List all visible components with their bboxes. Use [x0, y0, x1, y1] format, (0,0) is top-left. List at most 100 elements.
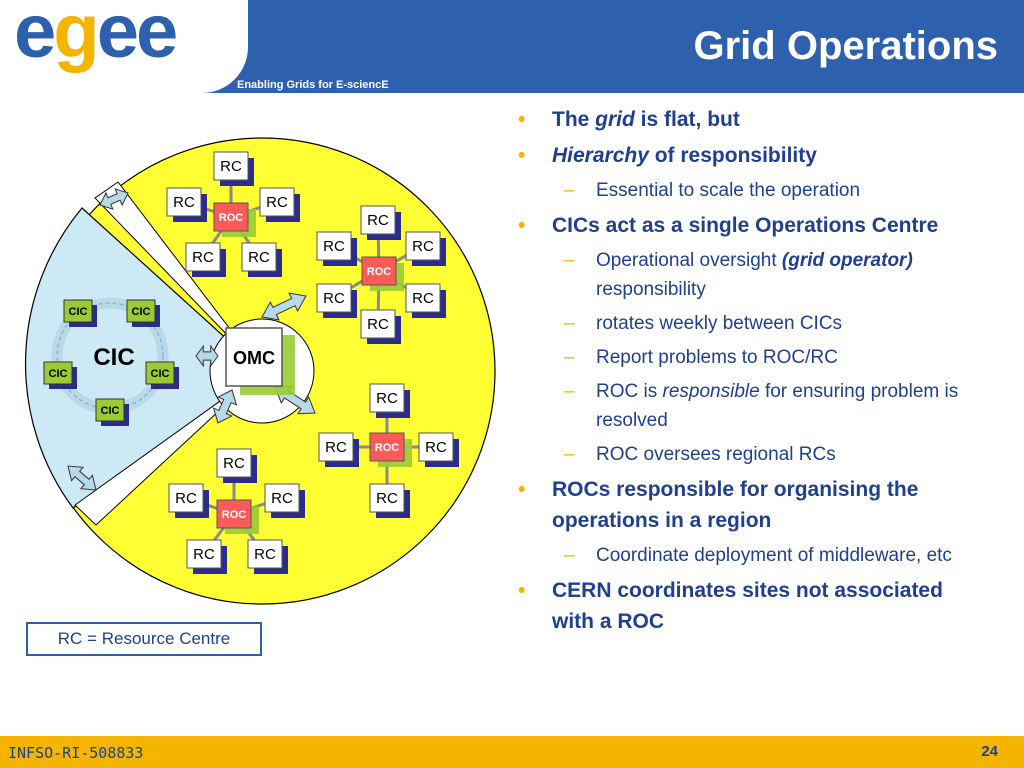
rc-box — [185, 242, 221, 272]
rc-label: RC — [193, 546, 215, 563]
rc-label: RC — [325, 439, 347, 456]
dash-marker: – — [564, 545, 575, 566]
roc-label: ROC — [219, 212, 244, 224]
logo-area: egee — [0, 0, 248, 93]
rc-label: RC — [266, 194, 288, 211]
bullet-marker: • — [518, 214, 526, 237]
rc-box — [360, 309, 396, 339]
rc-box — [360, 205, 396, 235]
bullet-item: •Hierarchy of responsibility — [518, 140, 988, 171]
rc-box — [318, 432, 354, 462]
rc-label: RC — [173, 194, 195, 211]
bullet-text: responsible — [662, 381, 760, 402]
bullet-marker: • — [518, 579, 526, 602]
footer-bar: INFSO-RI-508833 24 — [0, 736, 1024, 768]
rc-label: RC — [367, 316, 389, 333]
cic-region-label: CIC — [93, 344, 134, 371]
egee-logo: egee — [14, 0, 178, 74]
cic-box — [145, 361, 175, 385]
dash-marker: – — [564, 347, 575, 368]
bullet-text: CERN coordinates sites not associated wi… — [552, 579, 943, 633]
bullet-text: ROCs responsible for organising the oper… — [552, 478, 919, 532]
bullet-text: is flat, but — [634, 108, 740, 131]
rc-box — [316, 283, 352, 313]
cic-label: CIC — [151, 368, 170, 380]
rc-label: RC — [254, 546, 276, 563]
link-arrow-cic-bottom — [67, 465, 97, 491]
cic-label: CIC — [101, 405, 120, 417]
rc-box — [186, 539, 222, 569]
cic-box — [63, 299, 93, 323]
rc-box — [241, 242, 277, 272]
link-arrow-cic-top — [99, 188, 129, 210]
rc-label: RC — [412, 290, 434, 307]
rc-box — [369, 483, 405, 513]
bullet-text: rotates weekly between CICs — [596, 313, 843, 334]
rc-label: RC — [367, 212, 389, 229]
rc-box — [166, 187, 202, 217]
cic-label: CIC — [132, 306, 151, 318]
bullet-text: The — [552, 108, 596, 131]
bullet-list: • The grid is flat, but •Hierarchy of resp… — [518, 104, 988, 642]
rc-box — [264, 483, 300, 513]
rc-label: RC — [412, 238, 434, 255]
sub-bullet-item: –Report problems to ROC/RC — [518, 343, 988, 372]
dash-marker: – — [564, 444, 575, 465]
bullet-text: Essential to scale the operation — [596, 180, 861, 201]
bullet-text: responsibility — [596, 279, 706, 300]
rc-label: RC — [376, 390, 398, 407]
rc-box — [405, 283, 441, 313]
rc-label: RC — [223, 455, 245, 472]
sub-bullet-item: –Essential to scale the operation — [518, 176, 988, 205]
roc-box — [369, 432, 405, 462]
dash-marker: – — [564, 313, 575, 334]
rc-label: RC — [425, 439, 447, 456]
bullet-text: Coordinate deployment of middleware, etc — [596, 545, 952, 566]
cic-box — [126, 299, 156, 323]
sub-bullet-item: –ROC is responsible for ensuring problem… — [518, 377, 988, 435]
bullet-item: • CICs act as a single Operations Centre — [518, 210, 988, 241]
rc-label: RC — [323, 290, 345, 307]
rc-box — [259, 187, 295, 217]
bullet-item: • CERN coordinates sites not associated w… — [518, 575, 988, 637]
bullet-item: • ROCs responsible for organising the ope… — [518, 474, 988, 536]
roc-label: ROC — [375, 442, 400, 454]
bullet-text: ROC oversees regional RCs — [596, 444, 836, 465]
rc-label: RC — [175, 490, 197, 507]
rc-label: RC — [323, 238, 345, 255]
bullet-marker: • — [518, 108, 526, 131]
bullet-text: Report problems to ROC/RC — [596, 347, 838, 368]
bullet-marker: • — [518, 144, 526, 167]
grid-operations-diagram: RC RC RC RC RC ROC RC RC RC RC RC RC ROC RC RC RC RC ROC R… — [24, 137, 496, 605]
cic-label: CIC — [69, 306, 88, 318]
dash-marker: – — [564, 250, 575, 271]
rc-label: RC — [376, 490, 398, 507]
sub-bullet-item: –Coordinate deployment of middleware, et… — [518, 541, 988, 570]
bullet-text: CICs act as a single Operations Centre — [552, 214, 939, 237]
rc-box — [247, 539, 283, 569]
omc-box — [225, 327, 283, 387]
rc-box — [405, 231, 441, 261]
bullet-text: Operational oversight — [596, 250, 782, 271]
slide-title: Grid Operations — [693, 24, 999, 68]
separator-wedge-top — [94, 181, 263, 372]
footer-project-id: INFSO-RI-508833 — [8, 744, 144, 762]
omc-roc-bottom-arrow — [212, 389, 238, 424]
cic-label: CIC — [49, 368, 68, 380]
bullet-text: grid — [595, 108, 635, 131]
rc-box — [369, 383, 405, 413]
bullet-marker: • — [518, 478, 526, 501]
rc-box — [213, 151, 249, 181]
rc-box — [216, 448, 252, 478]
legend-box: RC = Resource Centre — [26, 622, 262, 656]
bullet-text: for ensuring problem is resolved — [596, 381, 959, 431]
cic-rotation-ring-edge — [56, 302, 164, 410]
rc-label: RC — [220, 158, 242, 175]
roc-box — [361, 256, 397, 286]
sub-bullet-item: –rotates weekly between CICs — [518, 309, 988, 338]
header-bar: egee Enabling Grids for E-sciencE Grid O… — [0, 0, 1024, 93]
rc-label: RC — [248, 249, 270, 266]
roc-label: ROC — [367, 266, 392, 278]
bullet-item: • The grid is flat, but — [518, 104, 988, 135]
rc-label: RC — [192, 249, 214, 266]
